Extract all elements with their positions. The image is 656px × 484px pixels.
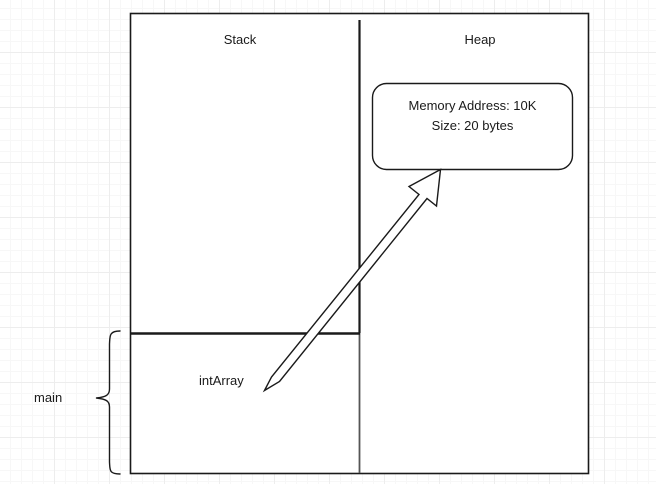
main-scope-brace: [95, 330, 121, 475]
pointer-arrow: [262, 168, 442, 393]
heap-allocation-callout-box: [371, 82, 574, 171]
heap-section-title: Heap: [464, 32, 496, 47]
stack-section-title: Stack: [223, 32, 257, 47]
main-scope-label: main: [34, 390, 63, 405]
callout-memory-address: Memory Address: 10K: [408, 98, 537, 113]
stack-variable-label-intarray: intArray: [199, 373, 244, 388]
callout-size: Size: 20 bytes: [431, 118, 514, 133]
